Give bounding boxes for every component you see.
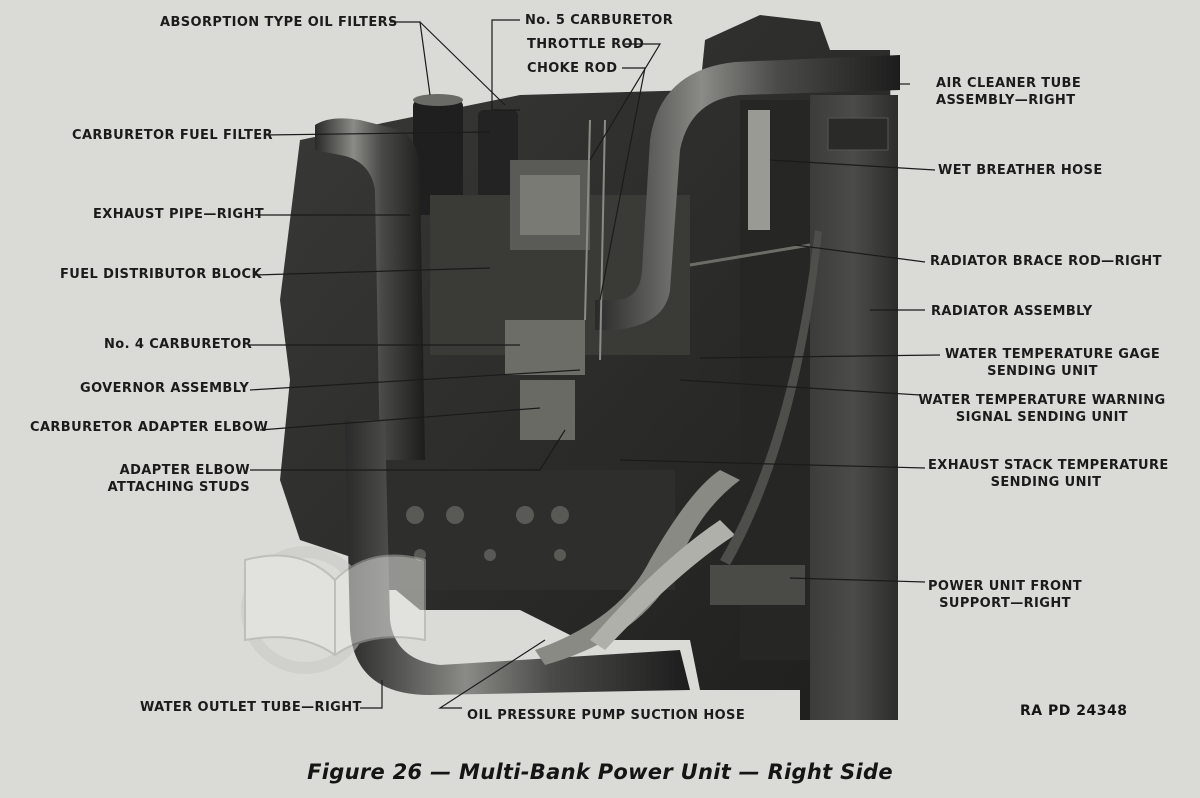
exhaust-pipe	[315, 118, 425, 460]
label-exhaust-pipe-right: EXHAUST PIPE—RIGHT	[93, 207, 264, 222]
label-power-unit-front-support-line2: SUPPORT—RIGHT	[939, 596, 1071, 611]
oil-filter-2	[478, 110, 518, 210]
label-power-unit-front-support-line1: POWER UNIT FRONT	[927, 579, 1083, 594]
water-outlet-tube	[345, 420, 690, 695]
label-air-cleaner-tube-line2: ASSEMBLY—RIGHT	[936, 93, 1076, 108]
label-governor-assembly: GOVERNOR ASSEMBLY	[80, 381, 250, 396]
label-radiator-assembly: RADIATOR ASSEMBLY	[931, 304, 1093, 319]
label-exhaust-stack-temp: EXHAUST STACK TEMPERATURE SENDING UNIT	[928, 457, 1169, 491]
radiator-assembly	[810, 95, 898, 720]
label-water-temp-gage-line1: WATER TEMPERATURE GAGE	[945, 347, 1161, 362]
label-adapter-elbow-studs-line1: ADAPTER ELBOW	[119, 463, 250, 478]
front-support	[710, 565, 805, 605]
label-exhaust-stack-temp-line1: EXHAUST STACK TEMPERATURE	[928, 458, 1169, 473]
label-water-outlet-tube: WATER OUTLET TUBE—RIGHT	[140, 700, 362, 715]
label-carburetor-fuel-filter: CARBURETOR FUEL FILTER	[72, 128, 273, 143]
label-carburetor-adapter-elbow: CARBURETOR ADAPTER ELBOW	[30, 420, 269, 435]
oil-filter-1	[413, 100, 463, 215]
label-water-temp-warning: WATER TEMPERATURE WARNING SIGNAL SENDING…	[918, 392, 1166, 426]
label-power-unit-front-support: POWER UNIT FRONT SUPPORT—RIGHT	[925, 578, 1085, 612]
oil-suction-hose	[535, 470, 740, 665]
label-oil-pressure-pump-hose: OIL PRESSURE PUMP SUCTION HOSE	[467, 708, 746, 723]
label-air-cleaner-tube-line1: AIR CLEANER TUBE	[936, 76, 1082, 91]
label-fuel-distributor-block: FUEL DISTRIBUTOR BLOCK	[60, 267, 262, 282]
label-water-temp-gage: WATER TEMPERATURE GAGE SENDING UNIT	[945, 346, 1161, 380]
label-water-temp-warning-line1: WATER TEMPERATURE WARNING	[918, 393, 1166, 408]
figure-caption: Figure 26 — Multi-Bank Power Unit — Righ…	[307, 760, 893, 784]
label-air-cleaner-tube: AIR CLEANER TUBE ASSEMBLY—RIGHT	[936, 75, 1081, 109]
label-water-temp-warning-line2: SIGNAL SENDING UNIT	[955, 410, 1129, 425]
air-cleaner-tube	[595, 55, 900, 330]
label-radiator-brace-rod: RADIATOR BRACE ROD—RIGHT	[930, 254, 1162, 269]
label-absorption-oil-filters: ABSORPTION TYPE OIL FILTERS	[160, 15, 398, 30]
watermark-logo	[241, 546, 426, 674]
label-adapter-elbow-studs: ADAPTER ELBOW ATTACHING STUDS	[100, 462, 250, 496]
leader-lines	[249, 19, 941, 709]
label-wet-breather-hose: WET BREATHER HOSE	[938, 163, 1103, 178]
label-choke-rod: CHOKE ROD	[527, 61, 618, 76]
label-exhaust-stack-temp-line2: SENDING UNIT	[990, 475, 1102, 490]
label-throttle-rod: THROTTLE ROD	[527, 37, 645, 52]
label-no5-carburetor: No. 5 CARBURETOR	[525, 13, 674, 28]
label-water-temp-gage-line2: SENDING UNIT	[987, 364, 1098, 379]
label-no4-carburetor: No. 4 CARBURETOR	[104, 337, 253, 352]
reference-code: RA PD 24348	[1020, 703, 1128, 719]
label-adapter-elbow-studs-line2: ATTACHING STUDS	[107, 480, 250, 495]
